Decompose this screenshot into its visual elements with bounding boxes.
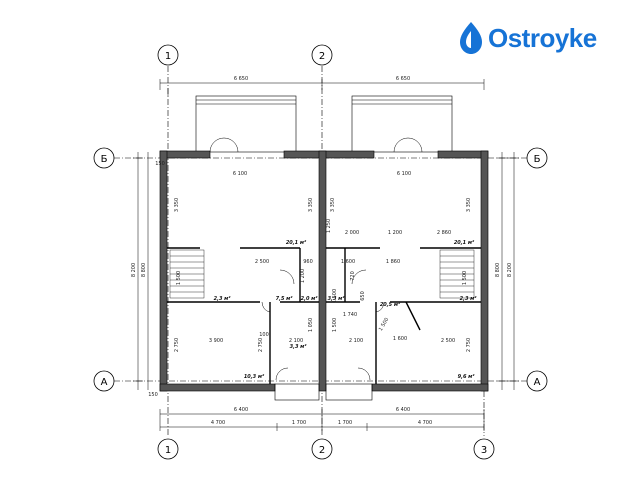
dim-inner: 2 000 — [345, 230, 359, 236]
dim-inner: 2 500 — [255, 259, 269, 265]
dim-inner: 2 860 — [437, 230, 451, 236]
dimension-labels: 6 650 6 650 150 150 8 200 8 800 8 800 8 … — [131, 76, 513, 426]
dim-inner: 1 500 — [332, 318, 338, 332]
dim-inner: 3 350 — [308, 198, 314, 212]
dim-right-outer: 8 200 — [507, 263, 513, 277]
dim-bottom-seg-3: 1 700 — [338, 420, 352, 426]
dim-inner: 3 900 — [209, 338, 223, 344]
room-area-label: 20,1 м² — [454, 240, 475, 246]
dim-inner: 2 100 — [349, 338, 363, 344]
ostroyke-drop-icon — [460, 22, 482, 54]
dim-bottom-seg-4: 4 700 — [418, 420, 432, 426]
room-area-label: 2,3 м² — [214, 296, 232, 302]
room-area-label: 2,3 м² — [460, 296, 478, 302]
axis-top-2: 2 — [319, 51, 325, 62]
room-area-label: 3,3 м² — [290, 344, 308, 350]
dim-inner: 6 100 — [233, 171, 247, 177]
dim-inner: 3 350 — [466, 198, 472, 212]
dim-inner: 960 — [303, 259, 313, 265]
dim-inner: 2 500 — [441, 338, 455, 344]
dim-inner: 1 500 — [462, 271, 468, 285]
dim-bottom-right-total: 6 400 — [396, 407, 410, 413]
dim-inner: 100 — [259, 332, 269, 338]
dim-inner: 2 750 — [258, 338, 264, 352]
dim-right-inner: 8 800 — [495, 263, 501, 277]
dim-inner: 1 500 — [378, 317, 390, 332]
room-area-label: 10,3 м² — [244, 374, 265, 380]
axis-right-b: Б — [534, 154, 541, 165]
room-area-label: 20,1 м² — [286, 240, 307, 246]
dim-inner: 1 600 — [393, 336, 407, 342]
interior-walls — [167, 247, 481, 384]
axis-bottom-2: 2 — [319, 445, 325, 456]
room-area-label: 9,6 м² — [458, 374, 476, 380]
dim-inner: 1 250 — [326, 219, 332, 233]
dim-bottom-seg-1: 4 700 — [211, 420, 225, 426]
dim-inner: 2 100 — [289, 338, 303, 344]
rear-entries — [274, 383, 373, 401]
dim-inner: 1 200 — [388, 230, 402, 236]
dim-inner: 1 600 — [341, 259, 355, 265]
dim-top-right: 6 650 — [396, 76, 410, 82]
dim-inner: 1 500 — [332, 289, 338, 303]
entry-canopies — [195, 95, 453, 153]
room-areas: 20,1 м² 20,1 м² 2,3 м² 7,5 м² 2,0 м² 3,3… — [214, 240, 478, 380]
dim-left-outer: 8 200 — [131, 263, 137, 277]
staircases — [169, 249, 475, 299]
dim-inner: 1 740 — [343, 312, 357, 318]
dim-inner: 1 200 — [300, 269, 306, 283]
axis-left-b: Б — [101, 154, 108, 165]
dim-inner: 650 — [360, 291, 366, 301]
dim-top-left: 6 650 — [234, 76, 248, 82]
dim-tick-bottom: 150 — [148, 392, 158, 398]
dim-inner: 1 860 — [386, 259, 400, 265]
axis-bubbles: 1 2 1 2 3 Б А Б А — [93, 44, 548, 460]
dim-left-inner: 8 800 — [141, 263, 147, 277]
dim-inner: 720 — [350, 271, 356, 281]
doors — [209, 137, 423, 381]
dimension-lines — [133, 79, 519, 431]
dim-inner: 6 100 — [397, 171, 411, 177]
brand-name: Ostroyke — [488, 22, 597, 53]
brand-logo: Ostroyke — [458, 18, 597, 58]
dim-tick-top: 150 — [155, 161, 165, 167]
room-area-label: 3,3 м² — [328, 296, 346, 302]
dim-bottom-seg-2: 1 700 — [292, 420, 306, 426]
dim-inner: 2 750 — [174, 338, 180, 352]
dim-inner: 3 350 — [174, 198, 180, 212]
room-area-label: 2,0 м² — [301, 296, 319, 302]
dim-bottom-left-total: 6 400 — [234, 407, 248, 413]
axis-left-a: А — [101, 377, 108, 388]
axis-right-a: А — [534, 377, 541, 388]
exterior-walls — [159, 150, 489, 392]
dim-inner: 3 350 — [330, 198, 336, 212]
room-area-label: 7,5 м² — [276, 296, 294, 302]
dim-inner: 1 500 — [176, 271, 182, 285]
room-area-label: 20,5 м² — [380, 302, 401, 308]
axis-bottom-1: 1 — [165, 445, 171, 456]
axis-bottom-3: 3 — [481, 445, 487, 456]
dim-inner: 1 050 — [308, 318, 314, 332]
dim-inner: 2 750 — [466, 338, 472, 352]
axis-top-1: 1 — [165, 51, 171, 62]
